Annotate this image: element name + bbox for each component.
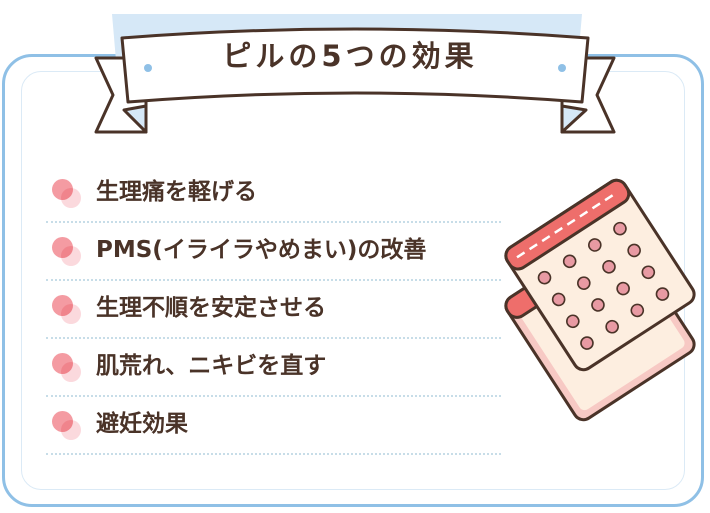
list-item-label: 肌荒れ、ニキビを直す: [96, 353, 327, 379]
ribbon-right-fold: [560, 104, 588, 134]
ribbon-left-fold: [122, 104, 148, 134]
list-item: 生理不順を安定させる: [46, 281, 501, 339]
list-item: 肌荒れ、ニキビを直す: [46, 339, 501, 397]
ribbon-dot-left: [144, 64, 152, 72]
list-item-label: 生理不順を安定させる: [96, 295, 326, 321]
double-circle-bullet-icon: [52, 237, 84, 269]
title-ribbon: [94, 14, 616, 134]
list-item-label: 避妊効果: [96, 411, 188, 437]
ribbon-body: [120, 27, 590, 104]
list-item: PMS(イライラやめまい)の改善: [46, 223, 501, 281]
page-title: ピルの5つの効果: [222, 39, 478, 73]
effects-list: 生理痛を軽げる PMS(イライラやめまい)の改善 生理不順を安定させる 肌荒れ、…: [46, 165, 501, 455]
pill-pack-icon: [504, 178, 696, 422]
list-item-label: PMS(イライラやめまい)の改善: [96, 237, 427, 263]
pill-pack-front: [504, 178, 696, 372]
double-circle-bullet-icon: [52, 179, 84, 211]
double-circle-bullet-icon: [52, 295, 84, 327]
list-item: 生理痛を軽げる: [46, 165, 501, 223]
list-item-label: 生理痛を軽げる: [96, 179, 257, 205]
ribbon-dot-right: [558, 64, 566, 72]
double-circle-bullet-icon: [52, 353, 84, 385]
list-item: 避妊効果: [46, 397, 501, 455]
double-circle-bullet-icon: [52, 411, 84, 443]
